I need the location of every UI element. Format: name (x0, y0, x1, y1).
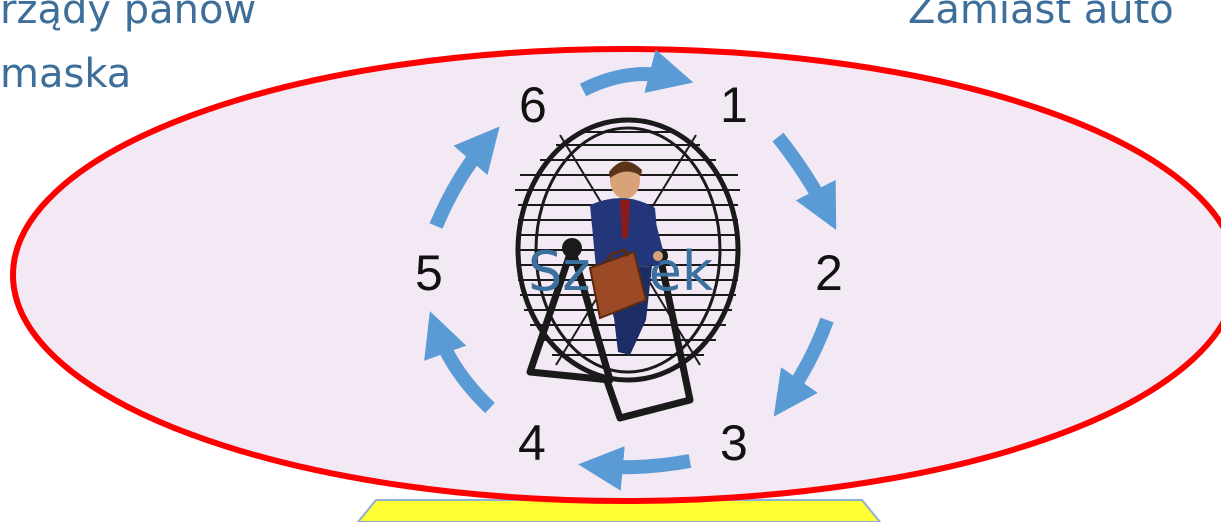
step-label-4: 4 (518, 415, 546, 471)
arrow-3-to-4 (596, 461, 690, 467)
step-label-5: 5 (415, 245, 443, 301)
step-label-6: 6 (519, 77, 547, 133)
step-label-2: 2 (815, 245, 843, 301)
step-label-1: 1 (720, 77, 748, 133)
step-label-3: 3 (720, 415, 748, 471)
